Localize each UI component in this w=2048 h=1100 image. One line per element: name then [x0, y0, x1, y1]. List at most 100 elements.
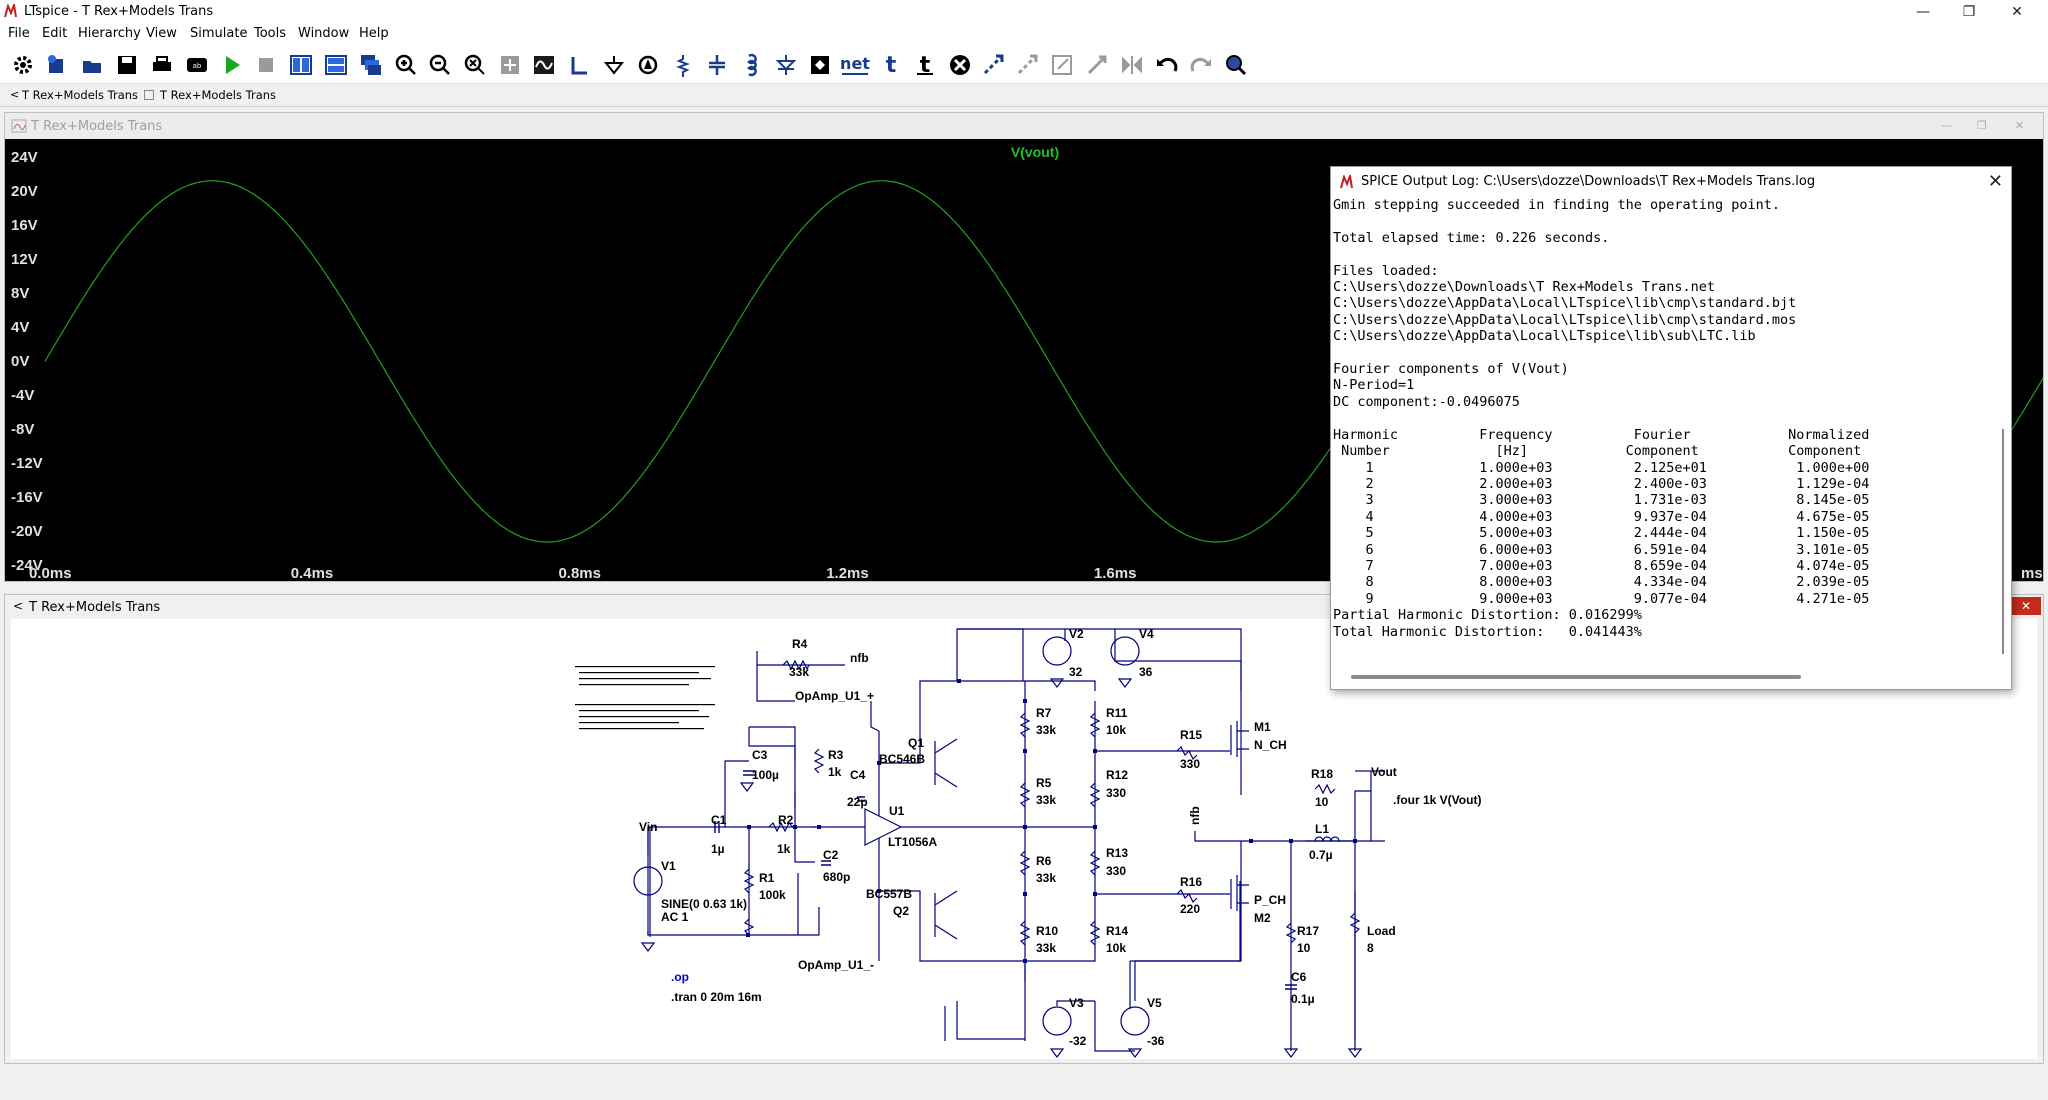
move-icon[interactable] [1014, 51, 1042, 79]
x-tick-label: 1.2ms [826, 565, 869, 581]
label-l1: L1 [1315, 822, 1329, 836]
menu-edit[interactable]: Edit [42, 26, 68, 41]
maximize-button[interactable]: ❐ [1962, 4, 1976, 20]
opamp-symbol[interactable] [864, 808, 903, 846]
label-r13-value: 330 [1106, 864, 1126, 878]
menu-help[interactable]: Help [359, 26, 389, 41]
mirror-icon[interactable] [1118, 51, 1146, 79]
label-q2-model: BC557B [866, 887, 912, 901]
print-icon[interactable] [148, 51, 176, 79]
tab-waveform[interactable]: T Rex+Models Trans [22, 88, 139, 102]
y-tick-label: 12V [11, 251, 38, 268]
y-tick-label: -20V [11, 523, 43, 540]
label-opamp-minus: OpAmp_U1_- [798, 958, 874, 972]
redo-icon[interactable] [1187, 51, 1215, 79]
trace-label-vout[interactable]: V(vout) [1011, 144, 1059, 160]
label-r7: R7 [1036, 706, 1052, 720]
menu-hierarchy[interactable]: Hierarchy [78, 26, 141, 41]
label-r12-value: 330 [1106, 786, 1126, 800]
label-net-icon[interactable] [634, 51, 662, 79]
settings-icon[interactable] [9, 51, 37, 79]
schematic-canvas[interactable]: R4 33k nfb OpAmp_U1_+ R3 1k C3 100µ C4 2… [11, 619, 2037, 1059]
log-text-area[interactable]: Gmin stepping succeeded in finding the o… [1333, 197, 1989, 667]
zoom-out-icon[interactable] [426, 51, 454, 79]
text-icon[interactable]: t [877, 51, 905, 79]
plot-minimize-button[interactable]: — [1941, 119, 1952, 132]
waveform-icon[interactable] [530, 51, 558, 79]
svg-text:t: t [920, 53, 931, 77]
x-tick-label-partial: ms [2021, 565, 2043, 581]
component-icon[interactable] [806, 51, 834, 79]
log-line: 9 9.000e+03 9.077e-04 4.271e-05 [1333, 590, 1870, 607]
label-r15: R15 [1180, 728, 1202, 742]
label-load-value: 8 [1367, 941, 1374, 955]
label-c3-value: 100µ [752, 768, 779, 782]
control-panel-icon[interactable]: ab [183, 51, 211, 79]
rotate-icon[interactable] [1083, 51, 1111, 79]
y-tick-label: 4V [11, 319, 29, 336]
model-definition-text [575, 666, 715, 730]
halt-icon[interactable] [252, 51, 280, 79]
inductor-icon[interactable] [737, 51, 765, 79]
menu-tools[interactable]: Tools [254, 26, 287, 41]
new-schematic-icon[interactable] [43, 51, 71, 79]
plot-close-button[interactable]: ✕ [2015, 119, 2025, 132]
y-tick-label: -12V [11, 455, 43, 472]
log-line: Files loaded: [1333, 262, 1439, 279]
label-u1-model: LT1056A [888, 835, 937, 849]
netlist-icon[interactable]: net [840, 51, 870, 79]
label-v2-value: 32 [1069, 665, 1083, 679]
spice-directive-icon[interactable]: t [911, 51, 939, 79]
label-c6-value: 0.1µ [1291, 992, 1315, 1006]
log-vertical-scrollbar[interactable] [1999, 199, 2007, 669]
label-vout: Vout [1371, 765, 1397, 779]
log-line: 6 6.000e+03 6.591e-04 3.101e-05 [1333, 541, 1870, 558]
label-c2: C2 [823, 848, 839, 862]
zoom-fit-icon[interactable] [461, 51, 489, 79]
menu-file[interactable]: File [8, 26, 30, 41]
tile-vertical-icon[interactable] [287, 51, 315, 79]
log-close-button[interactable]: ✕ [1987, 171, 2003, 192]
run-icon[interactable] [218, 51, 246, 79]
log-line: 8 8.000e+03 4.334e-04 2.039e-05 [1333, 574, 1870, 591]
close-button[interactable]: ✕ [2011, 4, 2023, 20]
label-m2-model: P_CH [1254, 893, 1286, 907]
label-c3: C3 [752, 748, 768, 762]
drag-icon[interactable] [1048, 51, 1076, 79]
log-horizontal-scrollbar[interactable] [1351, 675, 1801, 679]
duplicate-icon[interactable] [980, 51, 1008, 79]
label-v4: V4 [1139, 627, 1154, 641]
menu-window[interactable]: Window [298, 26, 350, 41]
find-icon[interactable] [1222, 51, 1250, 79]
open-icon[interactable] [78, 51, 106, 79]
zoom-in-icon[interactable] [392, 51, 420, 79]
schematic-close-button[interactable]: ✕ [2011, 597, 2041, 615]
ground-icon[interactable] [600, 51, 628, 79]
tile-horizontal-icon[interactable] [322, 51, 350, 79]
label-nfb-2: nfb [1188, 806, 1202, 825]
wire-icon[interactable] [565, 51, 593, 79]
log-line: DC component:-0.0496075 [1333, 393, 1520, 410]
tab-schematic[interactable]: T Rex+Models Trans [160, 88, 277, 102]
undo-icon[interactable] [1153, 51, 1181, 79]
label-r14: R14 [1106, 924, 1128, 938]
diode-icon[interactable] [772, 51, 800, 79]
delete-icon[interactable] [946, 51, 974, 79]
log-line: C:\Users\dozze\AppData\Local\LTspice\lib… [1333, 328, 1756, 345]
label-q1: Q1 [908, 736, 924, 750]
menu-view[interactable]: View [146, 26, 177, 41]
resistor-icon[interactable] [669, 51, 697, 79]
plot-restore-button[interactable]: ❐ [1977, 119, 1987, 132]
cascade-icon[interactable] [357, 51, 385, 79]
label-r15-value: 330 [1180, 757, 1200, 771]
save-icon[interactable] [113, 51, 141, 79]
zoom-extents-icon[interactable] [496, 51, 524, 79]
minimize-button[interactable]: — [1916, 4, 1930, 20]
capacitor-icon[interactable] [703, 51, 731, 79]
label-c4-value: 22p [847, 795, 868, 809]
y-tick-label: 8V [11, 285, 29, 302]
label-r10: R10 [1036, 924, 1058, 938]
label-v5-value: -36 [1147, 1034, 1165, 1048]
x-tick-label: 0.0ms [29, 565, 72, 581]
menu-simulate[interactable]: Simulate [190, 26, 248, 41]
